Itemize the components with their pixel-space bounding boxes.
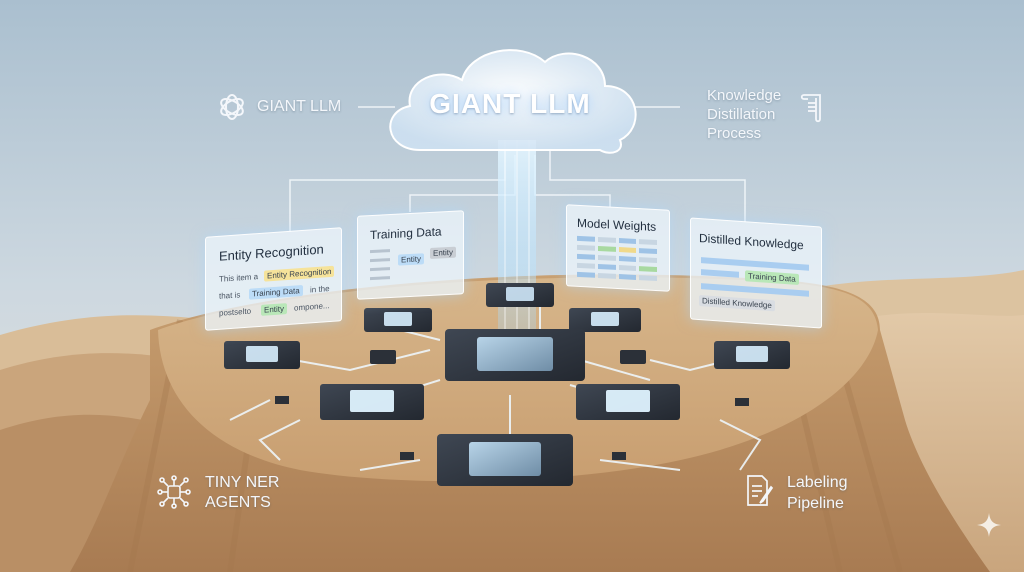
model-weights-panel: Model Weights: [566, 204, 670, 292]
agents-label-line-2: AGENTS: [205, 494, 271, 511]
distilled-bar-1: [701, 257, 809, 271]
training-rows: [370, 249, 390, 281]
process-label-line-2: Distillation: [707, 106, 776, 123]
entity-recognition-panel: Entity Recognition This item a Entity Re…: [205, 227, 342, 331]
pipeline-label-line-2: Pipeline: [787, 495, 844, 512]
entity-tag-3: Entity: [261, 303, 288, 316]
entity-tag-2: Training Data: [249, 284, 303, 300]
distilled-panel-title: Distilled Knowledge: [699, 231, 804, 253]
distilled-tag-1: Training Data: [745, 270, 799, 285]
document-pen-icon: [745, 473, 775, 509]
network-chip-icon: [157, 475, 191, 509]
process-label-line-1: Knowledge: [707, 87, 782, 104]
process-label-line-3: Process: [707, 125, 762, 142]
chip-group: [224, 283, 790, 486]
weights-grid: [577, 235, 657, 282]
distilled-tag-2: Distilled Knowledge: [699, 295, 775, 312]
training-data-panel: Training Data Entity Entity: [357, 210, 464, 300]
entity-panel-title: Entity Recognition: [219, 241, 324, 264]
agents-label: TINY NER AGENTS: [205, 473, 279, 513]
cloud-shape: [389, 49, 637, 154]
training-tag-2: Entity: [430, 246, 457, 259]
entity-line-3: postselto: [219, 306, 252, 318]
training-panel-title: Training Data: [370, 224, 442, 243]
entity-line-2b: in the: [310, 284, 330, 295]
pipeline-label-line-1: Labeling: [787, 474, 848, 491]
distilled-knowledge-panel: Distilled Knowledge Training Data Distil…: [690, 217, 822, 329]
entity-tag-1: Entity Recognition: [264, 265, 335, 282]
entity-line-1: This item a: [219, 272, 259, 284]
distilled-bar-2: [701, 269, 739, 278]
agents-label-line-1: TINY NER: [205, 474, 280, 491]
logo-label: GIANT LLM: [257, 98, 342, 115]
pipeline-label: Labeling Pipeline: [787, 472, 848, 514]
training-tag-1: Entity: [398, 253, 425, 266]
distilled-bar-3: [701, 283, 809, 297]
sparkle-icon: [976, 512, 1002, 538]
scroll-icon: [800, 92, 826, 124]
cloud-title: GIANT LLM: [429, 88, 591, 119]
entity-line-2: that is: [219, 290, 241, 301]
entity-line-3b: ompone...: [294, 301, 330, 313]
weights-panel-title: Model Weights: [577, 215, 657, 234]
llm-logo-icon: [217, 92, 247, 122]
process-label: Knowledge Distillation Process: [707, 86, 781, 143]
